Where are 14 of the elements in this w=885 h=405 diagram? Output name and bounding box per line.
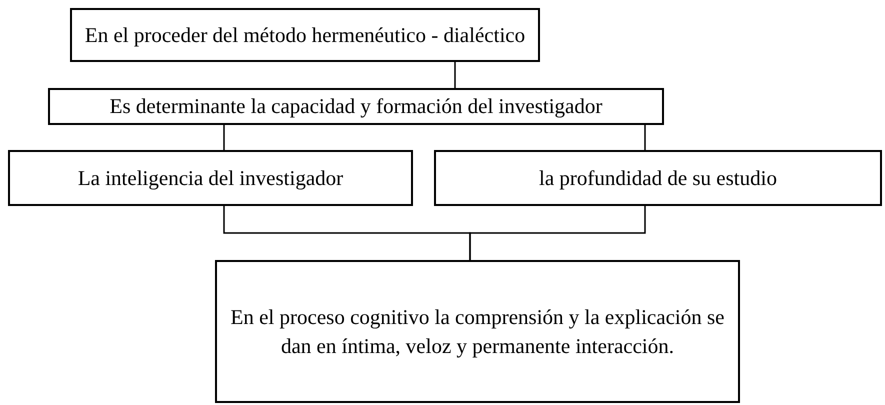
box-text: En el proceso cognitivo la comprensión y la explicación se dan en íntima, veloz y permanente interacción. [230, 304, 726, 360]
connector-line [469, 206, 646, 260]
box-text: En el proceder del método hermenéutico - dialéctico [84, 22, 526, 49]
connector-line [644, 125, 646, 150]
text-box [70, 8, 540, 62]
text-box [215, 260, 740, 403]
box-text: Es determinante la capacidad y formación del investigador [108, 93, 604, 120]
box-text: la profundidad de su estudio [538, 164, 778, 192]
connector-line [223, 125, 225, 150]
box-text: La inteligencia del investigador [76, 164, 344, 192]
text-box [48, 88, 664, 125]
connector-line [454, 62, 456, 88]
text-box [434, 150, 882, 206]
text-box [8, 150, 413, 206]
